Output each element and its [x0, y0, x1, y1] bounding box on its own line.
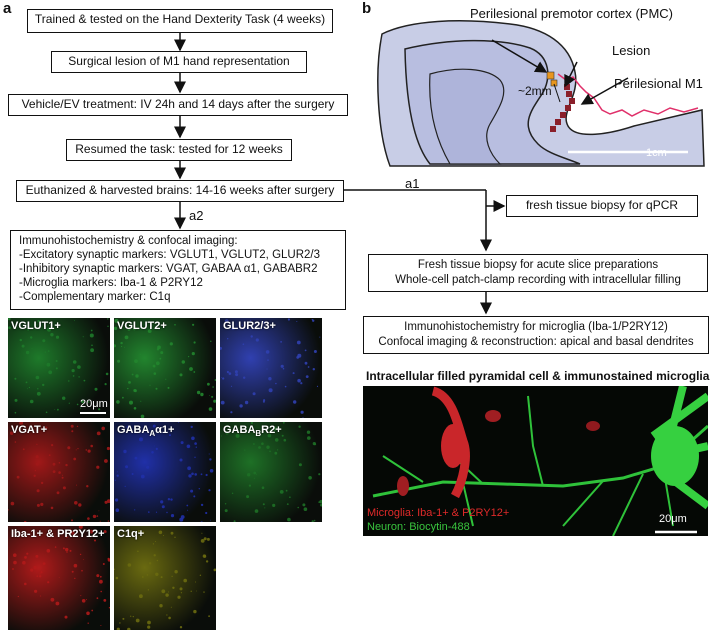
branch-label-a1: a1 — [405, 176, 420, 191]
confocal-tile-label: C1q+ — [117, 528, 145, 540]
confocal-tile: VGLUT1+ 20μm — [8, 318, 110, 418]
legend-neuron: Neuron: Biocytin-488 — [367, 521, 470, 533]
confocal-tile: VGLUT2+ — [114, 318, 216, 418]
perilesional-m1-label: Perilesional M1 — [614, 76, 703, 91]
confocal-tile: GABAAα1+ — [114, 422, 216, 522]
panel-label-b: b — [362, 0, 372, 17]
confocal-tile-label: GABAAα1+ — [117, 424, 175, 439]
distance-label: ~2mm — [518, 84, 552, 98]
confocal-tile: GLUR2/3+ — [220, 318, 322, 418]
flow-step-lesion: Surgical lesion of M1 hand representatio… — [51, 51, 307, 73]
flow-step-training: Trained & tested on the Hand Dexterity T… — [27, 9, 333, 33]
cell-image-title: Intracellular filled pyramidal cell & im… — [366, 369, 710, 383]
confocal-tile: VGAT+ — [8, 422, 110, 522]
flow-arrows — [174, 32, 506, 315]
slice-prep-box: Fresh tissue biopsy for acute slice prep… — [368, 254, 708, 292]
microglia-line-1: Immunohistochemistry for microglia (Iba-… — [404, 321, 668, 333]
flow-step-resume: Resumed the task: tested for 12 weeks — [66, 139, 292, 161]
brain-scale-label: 1cm — [646, 147, 667, 159]
legend-microglia: Microglia: Iba-1+ & P2RY12+ — [367, 507, 510, 519]
ihc-line-inhibitory: -Inhibitory synaptic markers: VGAT, GABA… — [19, 263, 318, 275]
confocal-tile-label: GLUR2/3+ — [223, 320, 276, 332]
cell-scale-label: 20μm — [659, 513, 687, 525]
confocal-tile-label: GABABR2+ — [223, 424, 282, 439]
filled-cell-image: Microglia: Iba-1+ & P2RY12+ Neuron: Bioc… — [363, 386, 708, 536]
tile-scale-bar — [80, 412, 106, 414]
microglia-ihc-box: Immunohistochemistry for microglia (Iba-… — [363, 316, 709, 354]
flow-step-harvest: Euthanized & harvested brains: 14-16 wee… — [16, 180, 344, 202]
lesion-label: Lesion — [612, 43, 651, 58]
flow-qpcr-box: fresh tissue biopsy for qPCR — [506, 195, 698, 217]
slice-line-2: Whole-cell patch-clamp recording with in… — [395, 274, 681, 286]
slice-line-1: Fresh tissue biopsy for acute slice prep… — [417, 259, 659, 271]
ihc-line-title: Immunohistochemistry & confocal imaging: — [19, 235, 238, 247]
microglia-line-2: Confocal imaging & reconstruction: apica… — [378, 336, 694, 348]
confocal-tile-label: Iba-1+ & PR2Y12+ — [11, 528, 105, 540]
flow-step-treatment: Vehicle/EV treatment: IV 24h and 14 days… — [8, 94, 348, 116]
branch-label-a2: a2 — [189, 208, 204, 223]
ihc-line-complementary: -Complementary marker: C1q — [19, 291, 171, 303]
confocal-tile-label: VGAT+ — [11, 424, 48, 436]
ihc-line-microglia: -Microglia markers: Iba-1 & P2RY12 — [19, 277, 203, 289]
tile-scale-label: 20μm — [80, 398, 108, 410]
ihc-line-excitatory: -Excitatory synaptic markers: VGLUT1, VG… — [19, 249, 321, 261]
confocal-tile: C1q+ — [114, 526, 216, 630]
confocal-tile: Iba-1+ & PR2Y12+ — [8, 526, 110, 630]
pmc-label: Perilesional premotor cortex (PMC) — [470, 6, 674, 21]
ihc-markers-box: Immunohistochemistry & confocal imaging:… — [10, 230, 346, 310]
panel-label-a: a — [3, 0, 12, 17]
confocal-tile: GABABR2+ — [220, 422, 322, 522]
confocal-tile-label: VGLUT1+ — [11, 320, 61, 332]
confocal-tile-label: VGLUT2+ — [117, 320, 167, 332]
brain-section-image — [370, 14, 710, 174]
